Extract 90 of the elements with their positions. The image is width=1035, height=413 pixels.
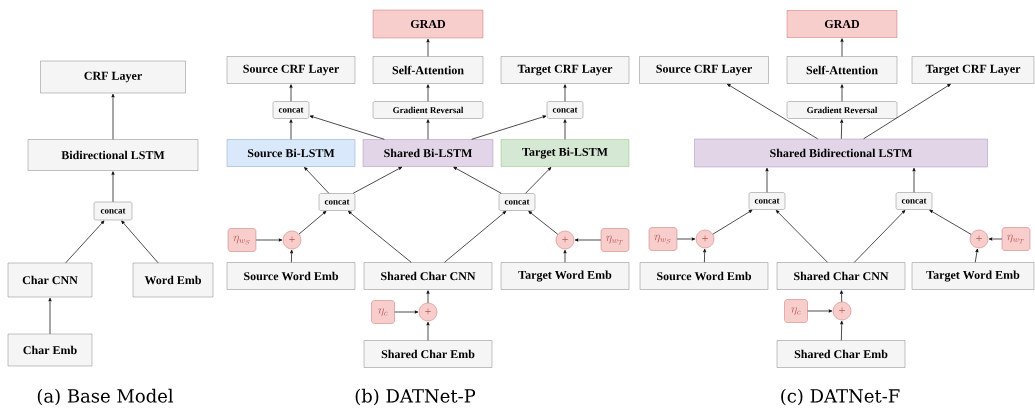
text-box: Source Word Emb [226,262,356,290]
operation-box: concat [272,101,310,119]
noise-box: $\eta_{w_T}$ [600,228,630,252]
operation-box: concat [895,192,933,210]
operation-box: concat [748,192,786,210]
arrow [309,115,385,140]
arrow [426,38,430,57]
arrow [348,210,412,263]
arrow [426,321,430,341]
arrow [289,119,293,140]
arrow [121,220,159,264]
arrow [974,248,979,263]
text-box: Shared Bidirectional LSTM [694,138,988,168]
arrow [863,83,951,140]
text-box: Source Bi-LSTM [226,139,356,167]
arrow [574,238,602,242]
caption: (a) Base Model [37,388,174,406]
arrow [525,167,552,194]
arrow [563,119,567,140]
arrow [840,84,844,102]
arrow [528,210,559,235]
text-box: GRAD [372,9,484,39]
arrow [807,309,833,313]
arrow [703,248,707,263]
text-box: Char Emb [7,333,93,367]
noise-box: $\eta_{w_S}$ [227,228,257,252]
operation-box: concat [93,201,133,221]
arrow [839,290,844,303]
text-box: Char CNN [7,262,93,298]
arrow [840,119,844,140]
text-box: Target Word Emb [911,262,1035,290]
arrow [290,249,294,263]
operation-box: concat [498,193,536,211]
arrow [912,167,916,193]
arrow [988,237,1003,241]
text-box: Shared Char CNN [363,262,493,290]
noise-box: $\eta_{c}$ [784,299,808,323]
operation-box: concat [318,193,356,211]
text-box: CRF Layer [40,60,186,94]
text-box: Shared Char Emb [776,340,906,368]
text-box: Bidirectional LSTM [27,139,199,171]
arrow [929,209,972,235]
text-box: Shared Char Emb [363,340,493,368]
arrow [712,209,753,235]
arrow [676,237,696,241]
arrow [426,84,430,102]
arrow [765,167,769,193]
text-box: Shared Bi-LSTM [362,139,494,167]
arrow [775,210,828,263]
arrow [426,290,430,304]
arrow [289,84,293,102]
text-box: Target Bi-LSTM [500,139,630,167]
arrow [111,93,115,140]
arrow [471,115,547,140]
noise-box: $\eta_{c}$ [371,300,395,324]
text-box: GRAD [786,10,898,38]
arrow [255,238,283,242]
text-box: Source CRF Layer [639,56,769,84]
arrow [298,210,327,235]
text-box: Target CRF Layer [911,56,1035,84]
arrow [563,249,567,263]
text-box: Self-Attention [372,56,484,84]
arrow [444,210,507,263]
text-box: Word Emb [132,262,214,298]
noise-box: $\eta_{w_S}$ [648,227,678,251]
arrow [854,210,906,263]
arrow [65,220,105,264]
arrow [840,38,844,57]
arrow [840,320,844,341]
text-box: Target CRF Layer [500,56,630,84]
text-box: Target Word Emb [500,262,630,290]
text-box: Shared Char CNN [776,262,906,290]
text-box: Source Word Emb [639,262,769,290]
arrow [453,166,502,194]
caption: (c) DATNet-F [781,388,900,406]
operation-box: concat [546,101,584,119]
arrow [111,171,115,203]
arrow [394,310,419,314]
arrow [563,84,567,102]
arrow [48,297,52,335]
arrow [352,166,403,194]
text-box: Source CRF Layer [226,56,356,84]
operation-box: Gradient Reversal [786,101,898,119]
noise-box: $\eta_{w_T}$ [1001,227,1031,251]
text-box: Self-Attention [786,56,898,84]
caption: (b) DATNet-P [355,388,476,406]
arrow [304,167,330,194]
operation-box: Gradient Reversal [372,101,484,119]
arrow [426,119,430,140]
arrow [727,83,818,140]
